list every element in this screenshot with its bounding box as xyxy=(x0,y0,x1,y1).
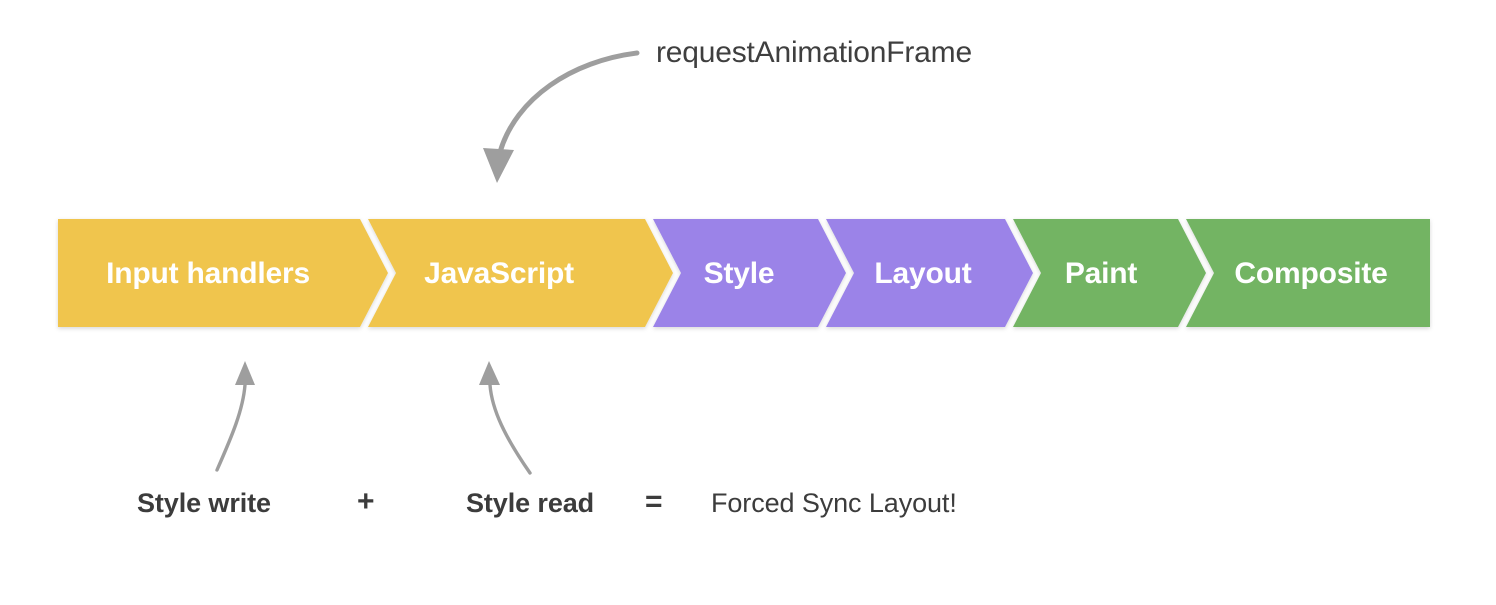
rendering-pipeline-bar: Input handlers JavaScript Style Layout P… xyxy=(58,219,1430,327)
formula-term-style-read: Style read xyxy=(466,488,595,518)
pipeline-stage-label-style: Style xyxy=(704,257,775,290)
pipeline-stage-label-javascript: JavaScript xyxy=(424,257,574,290)
pipeline-stage-label-paint: Paint xyxy=(1065,257,1138,290)
request-animation-frame-label: requestAnimationFrame xyxy=(656,36,972,69)
pipeline-stage-input-handlers[interactable] xyxy=(58,219,388,327)
raf-arrow xyxy=(483,50,640,183)
pipeline-stage-paint[interactable] xyxy=(1013,219,1206,327)
pipeline-stage-layout[interactable] xyxy=(826,219,1033,327)
formula-result-forced-sync-layout: Forced Sync Layout! xyxy=(711,488,957,518)
pipeline-stage-style[interactable] xyxy=(653,219,846,327)
style-read-arrow xyxy=(479,361,532,475)
style-write-arrow xyxy=(215,361,255,472)
pipeline-stage-label-layout: Layout xyxy=(874,257,971,290)
pipeline-stage-label-composite: Composite xyxy=(1234,257,1387,290)
formula-equals-operator: = xyxy=(645,485,663,518)
pipeline-stage-composite[interactable] xyxy=(1186,219,1430,327)
pipeline-stage-javascript[interactable] xyxy=(368,219,673,327)
formula-term-style-write: Style write xyxy=(137,488,271,518)
pipeline-stage-label-input-handlers: Input handlers xyxy=(106,257,310,290)
formula-plus-operator: + xyxy=(357,485,375,518)
